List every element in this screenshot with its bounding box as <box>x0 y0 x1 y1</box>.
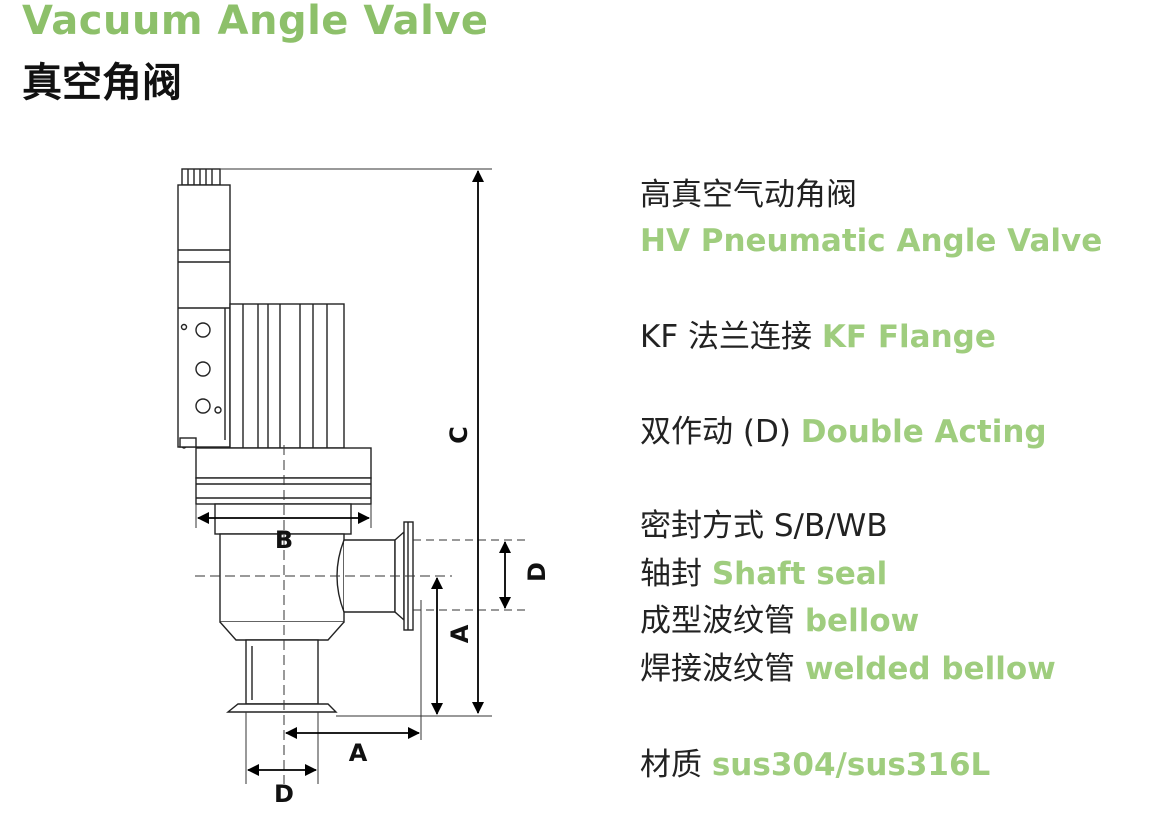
spec-welded-en: welded bellow <box>804 651 1056 687</box>
title-english: Vacuum Angle Valve <box>22 0 489 44</box>
title-chinese: 真空角阀 <box>22 60 182 106</box>
spec-welded-cn: 焊接波纹管 <box>640 651 795 687</box>
spec-flange-cn: KF 法兰连接 <box>640 319 813 355</box>
dim-label-d-horizontal: D <box>274 780 294 808</box>
spec-seal: 密封方式 S/B/WB <box>640 508 888 544</box>
dim-label-a-vertical: A <box>446 624 474 643</box>
spec-bellow: 成型波纹管 bellow <box>640 606 919 637</box>
spec-type-en: HV Pneumatic Angle Valve <box>640 226 1102 257</box>
spec-shaft-en: Shaft seal <box>711 556 888 592</box>
spec-material-en: sus304/sus316L <box>711 747 991 783</box>
spec-acting-cn: 双作动 (D) <box>640 414 791 450</box>
dim-label-d-vertical: D <box>523 562 551 582</box>
spec-type-cn: 高真空气动角阀 <box>640 177 857 213</box>
spec-shaft: 轴封 Shaft seal <box>640 559 887 590</box>
spec-type-en-text: HV Pneumatic Angle Valve <box>640 223 1103 259</box>
spec-flange-en: KF Flange <box>821 319 996 355</box>
dimension-arrows <box>197 170 511 776</box>
valve-body <box>177 168 414 713</box>
extension-lines <box>195 168 492 784</box>
spec-flange: KF 法兰连接 KF Flange <box>640 322 996 353</box>
spec-bellow-cn: 成型波纹管 <box>640 603 795 639</box>
spec-welded: 焊接波纹管 welded bellow <box>640 654 1056 685</box>
dim-label-b: B <box>275 526 293 554</box>
spec-material-cn: 材质 <box>640 747 702 783</box>
dim-label-a-horizontal: A <box>349 739 368 767</box>
spec-acting: 双作动 (D) Double Acting <box>640 417 1047 448</box>
extension-lines-dashed <box>413 539 525 611</box>
spec-shaft-cn: 轴封 <box>640 556 702 592</box>
spec-bellow-en: bellow <box>804 603 920 639</box>
dim-label-c: C <box>445 426 473 444</box>
centerlines <box>195 445 452 784</box>
spec-acting-en: Double Acting <box>800 414 1047 450</box>
spec-material: 材质 sus304/sus316L <box>640 750 990 781</box>
